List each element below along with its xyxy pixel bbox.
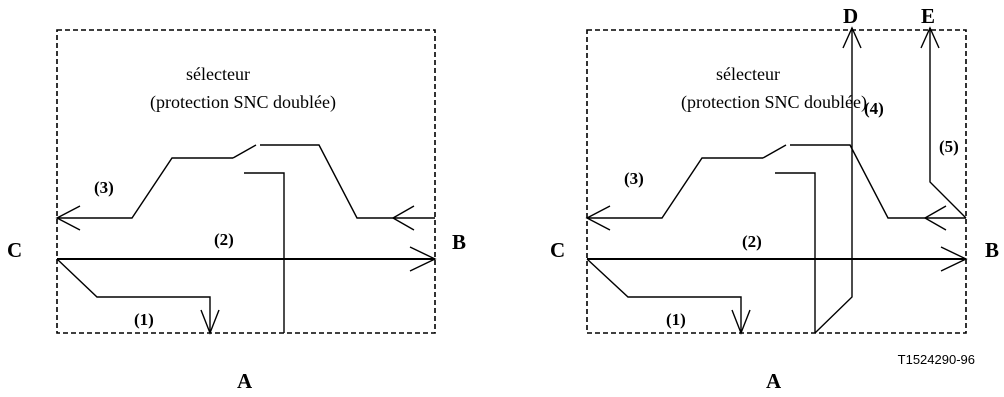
left-arrow-to-a <box>200 309 220 335</box>
left-path-2-label: (2) <box>214 230 234 249</box>
right-arrow-to-c <box>585 205 611 231</box>
right-label-d: D <box>843 4 858 28</box>
right-arrow-to-b <box>940 246 968 272</box>
right-path-1-label: (1) <box>666 310 686 329</box>
left-label-b: B <box>452 230 466 254</box>
right-path-3-line <box>790 144 966 219</box>
left-label-c: C <box>7 238 22 262</box>
right-path-2-label: (2) <box>742 232 762 251</box>
left-path-1-line <box>56 258 211 333</box>
right-label-a: A <box>766 369 782 393</box>
right-path-5-line <box>929 28 967 219</box>
right-switch-contact <box>775 172 816 333</box>
right-arrow-from-b <box>923 205 947 231</box>
right-path-3-output <box>587 157 763 219</box>
right-path-4-line <box>814 28 853 334</box>
right-path-1-line <box>586 258 742 333</box>
right-path-4-label: (4) <box>864 99 884 118</box>
right-path-3-label: (3) <box>624 169 644 188</box>
left-switch-blade <box>232 144 257 159</box>
left-diagram: sélecteur (protection SNC doublée) (3) (… <box>7 29 466 393</box>
left-arrow-from-b <box>391 205 415 231</box>
left-label-a: A <box>237 369 253 393</box>
left-switch-contact <box>244 172 285 333</box>
right-arrow-to-e <box>920 26 940 49</box>
left-title-line1: sélecteur <box>186 64 250 84</box>
right-label-b: B <box>985 238 999 262</box>
left-arrow-to-b <box>409 246 437 272</box>
right-diagram: sélecteur (protection SNC doublée) (3) (… <box>550 4 999 393</box>
left-path-1-label: (1) <box>134 310 154 329</box>
left-path-3-line <box>260 144 435 219</box>
right-label-e: E <box>921 4 935 28</box>
right-path-5-label: (5) <box>939 137 959 156</box>
left-path-3-output <box>57 157 233 219</box>
right-title-line1: sélecteur <box>716 64 780 84</box>
left-arrow-to-c <box>55 205 81 231</box>
right-selector-box <box>586 29 967 334</box>
right-title-line2: (protection SNC doublée) <box>681 92 867 113</box>
left-path-3-label: (3) <box>94 178 114 197</box>
left-selector-box <box>56 29 436 334</box>
right-label-c: C <box>550 238 565 262</box>
figure-id: T1524290-96 <box>898 352 975 367</box>
right-arrow-to-d <box>842 26 862 49</box>
left-title-line2: (protection SNC doublée) <box>150 92 336 113</box>
right-switch-blade <box>762 144 787 159</box>
right-arrow-to-a <box>731 309 751 335</box>
